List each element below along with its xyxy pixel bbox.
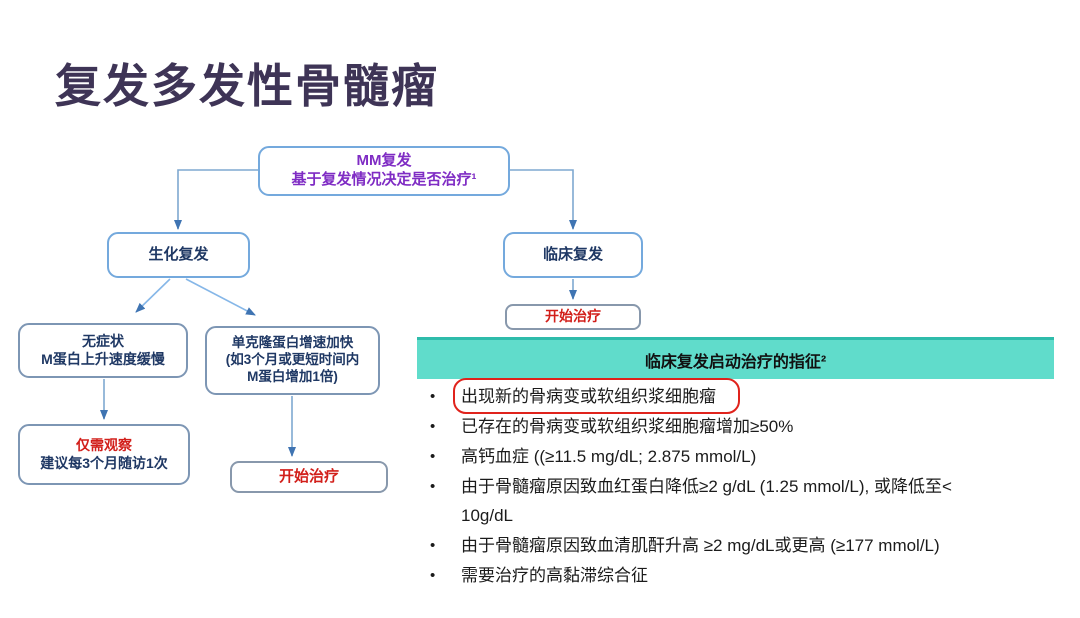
bullet-icon: • — [430, 418, 436, 435]
observe-only-line1: 仅需观察 — [76, 437, 132, 453]
flow-box-observe-only: 仅需观察 建议每3个月随访1次 — [18, 424, 190, 485]
monoclonal-line1: 单克隆蛋白增速加快 — [231, 335, 354, 351]
list-item: • 高钙血症 ((≥11.5 mg/dL; 2.875 mmol/L) — [424, 442, 1024, 471]
biochemical-relapse-label: 生化复发 — [148, 245, 209, 263]
list-item-text: 已存在的骨病变或软组织浆细胞瘤增加≥50% — [461, 417, 794, 436]
list-item: • 由于骨髓瘤原因致血红蛋白降低≥2 g/dL (1.25 mmol/L), 或… — [424, 472, 1024, 530]
list-item: • 已存在的骨病变或软组织浆细胞瘤增加≥50% — [424, 412, 1024, 441]
list-item: • 需要治疗的高黏滞综合征 — [424, 561, 1024, 590]
mm-relapse-line1: MM复发 — [356, 152, 412, 170]
bullet-icon: • — [430, 478, 436, 495]
indications-list: • 出现新的骨病变或软组织浆细胞瘤 • 已存在的骨病变或软组织浆细胞瘤增加≥50… — [424, 378, 1024, 591]
page-title: 复发多发性骨髓瘤 — [55, 60, 439, 112]
bullet-icon: • — [430, 567, 436, 584]
bullet-icon: • — [430, 537, 436, 554]
asymptomatic-line2: M蛋白上升速度缓慢 — [41, 350, 165, 367]
bullet-icon: • — [430, 388, 436, 405]
flow-box-start-treatment-right: 开始治疗 — [505, 304, 641, 330]
start-treatment-right-label: 开始治疗 — [545, 308, 601, 325]
flow-box-start-treatment-left: 开始治疗 — [230, 461, 388, 493]
clinical-relapse-label: 临床复发 — [542, 245, 603, 263]
flow-box-asymptomatic: 无症状 M蛋白上升速度缓慢 — [18, 323, 188, 378]
list-item: • 由于骨髓瘤原因致血清肌酐升高 ≥2 mg/dL或更高 (≥177 mmol/… — [424, 531, 1024, 560]
indications-header-text: 临床复发启动治疗的指征² — [644, 353, 827, 371]
list-item: • 出现新的骨病变或软组织浆细胞瘤 — [424, 378, 1024, 414]
flow-box-monoclonal-rapid: 单克隆蛋白增速加快 (如3个月或更短时间内 M蛋白增加1倍) — [205, 326, 380, 395]
observe-only-line2: 建议每3个月随访1次 — [40, 454, 168, 471]
start-treatment-left-label: 开始治疗 — [278, 467, 339, 485]
list-item-text: 高钙血症 ((≥11.5 mg/dL; 2.875 mmol/L) — [461, 447, 757, 466]
list-item-text: 由于骨髓瘤原因致血红蛋白降低≥2 g/dL (1.25 mmol/L), 或降低… — [461, 477, 952, 525]
flow-box-biochemical-relapse: 生化复发 — [107, 232, 250, 278]
monoclonal-line2: (如3个月或更短时间内 — [225, 352, 360, 368]
bullet-icon: • — [430, 448, 436, 465]
monoclonal-line3: M蛋白增加1倍) — [247, 368, 338, 384]
flow-box-mm-relapse: MM复发 基于复发情况决定是否治疗¹ — [258, 146, 510, 196]
flow-box-clinical-relapse: 临床复发 — [503, 232, 643, 278]
list-item-text: 出现新的骨病变或软组织浆细胞瘤 — [453, 378, 966, 414]
mm-relapse-line2: 基于复发情况决定是否治疗¹ — [291, 171, 477, 188]
list-item-text: 由于骨髓瘤原因致血清肌酐升高 ≥2 mg/dL或更高 (≥177 mmol/L) — [461, 536, 940, 555]
indications-header-bar: 临床复发启动治疗的指征² — [417, 337, 1054, 379]
list-item-text: 需要治疗的高黏滞综合征 — [461, 566, 648, 585]
asymptomatic-line1: 无症状 — [82, 333, 124, 349]
